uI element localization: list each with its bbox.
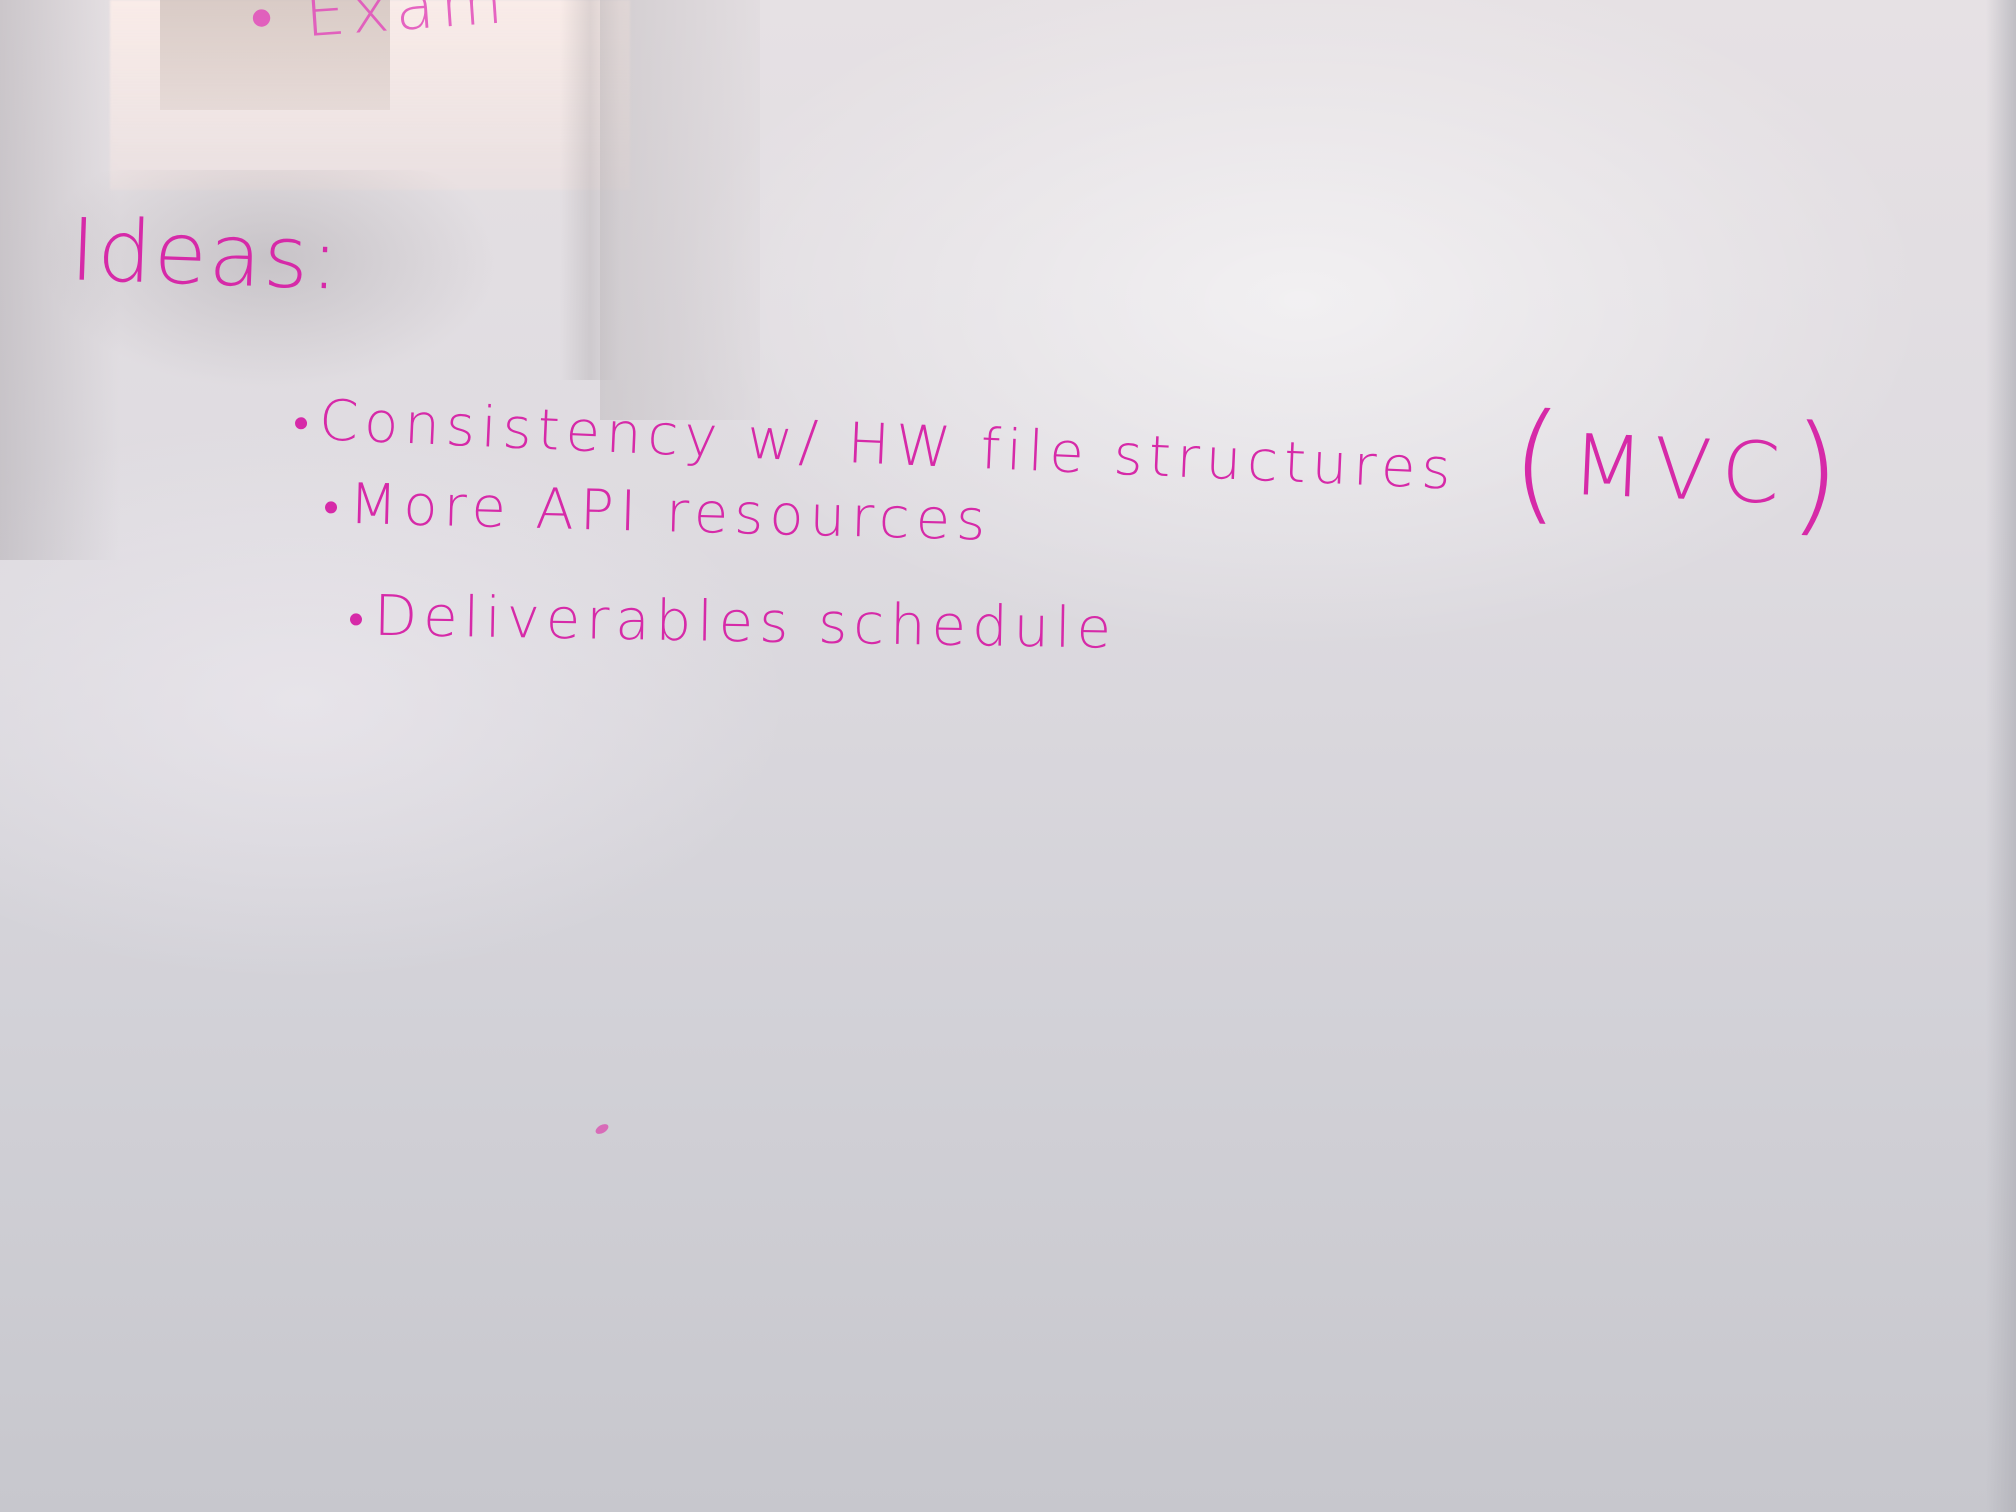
marker-smudge bbox=[593, 1122, 611, 1136]
list-item: Deliverables schedule bbox=[349, 583, 1118, 662]
mvc-note: (MVC) bbox=[1507, 384, 1854, 551]
frame-reflection bbox=[600, 0, 760, 420]
bullet-text: Deliverables schedule bbox=[373, 583, 1118, 662]
ideas-heading: Ideas: bbox=[68, 200, 344, 310]
top-partial-text: • Exam bbox=[247, 0, 511, 56]
chair-reflection bbox=[40, 170, 500, 390]
bullet-icon bbox=[294, 416, 308, 430]
building-reflection bbox=[160, 0, 390, 110]
mvc-text: MVC bbox=[1569, 415, 1793, 524]
board-edge bbox=[1986, 0, 2016, 1512]
bullet-icon bbox=[324, 501, 338, 514]
window-reflection-left bbox=[0, 0, 120, 560]
bullet-icon bbox=[349, 613, 363, 626]
